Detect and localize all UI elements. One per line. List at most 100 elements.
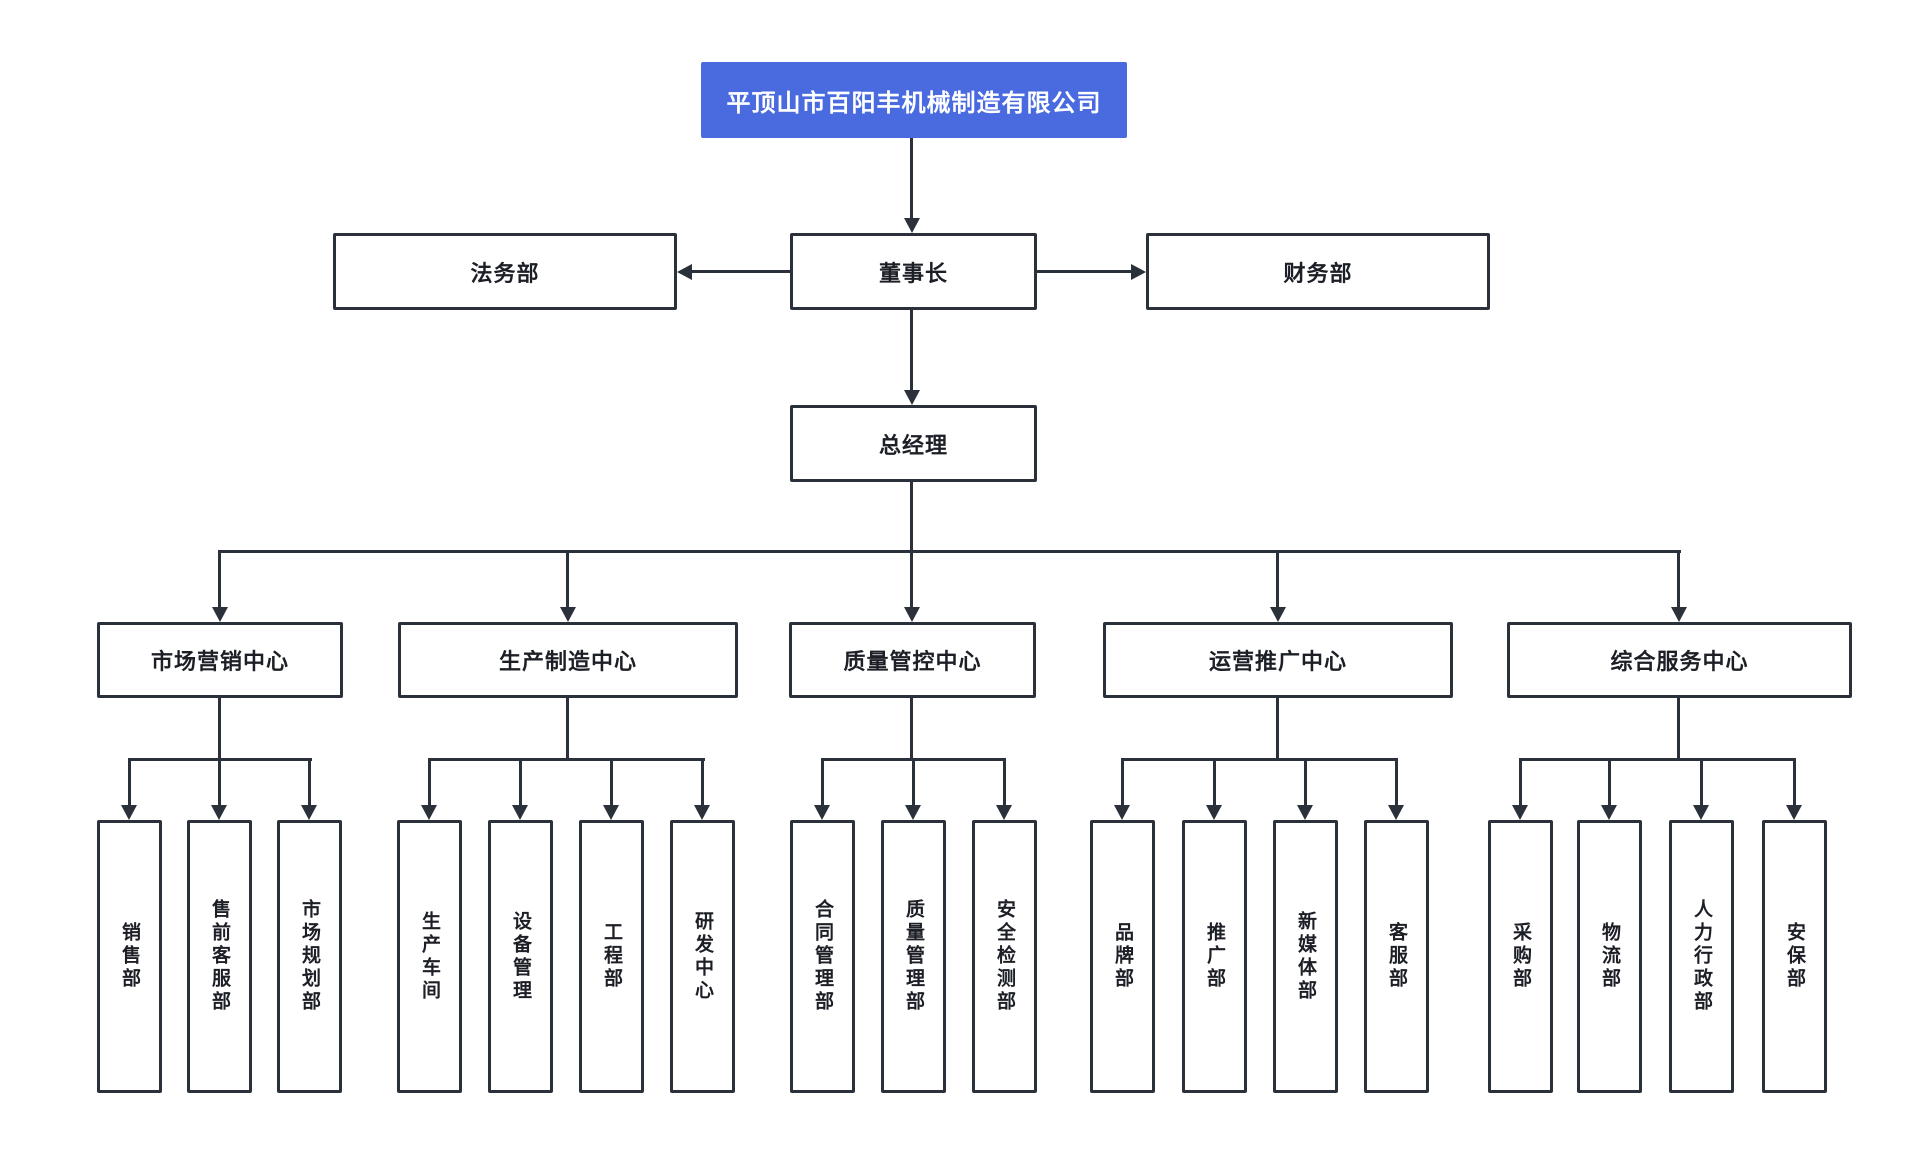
- connector-leaf-drop: [1608, 758, 1611, 805]
- node-chairman: 董事长: [790, 233, 1037, 310]
- connector-center-stem: [1677, 698, 1680, 761]
- connector-leaf-drop: [701, 758, 704, 805]
- connector-root-chairman: [910, 138, 913, 218]
- dept-box-procurement: 采购部: [1488, 820, 1553, 1093]
- arrow-head-down: [1206, 805, 1222, 820]
- arrow-head-down: [1671, 607, 1687, 622]
- dept-box-logistics: 物流部: [1577, 820, 1642, 1093]
- dept-box-hr-admin: 人力行政部: [1669, 820, 1734, 1093]
- dept-label: 品牌部: [1112, 922, 1133, 991]
- dept-label: 设备管理: [510, 910, 531, 1003]
- dept-box-market-planning: 市场规划部: [277, 820, 342, 1093]
- connector-leaf-drop: [1700, 758, 1703, 805]
- connector-rail-drop: [910, 550, 913, 607]
- dept-label: 安保部: [1784, 922, 1805, 991]
- arrow-head-right: [1131, 264, 1146, 280]
- connector-gm-rail: [910, 482, 913, 553]
- dept-label: 采购部: [1510, 922, 1531, 991]
- dept-label: 市场规划部: [299, 899, 320, 1014]
- arrow-head-down: [904, 218, 920, 233]
- connector-chairman-legal: [692, 270, 790, 273]
- dept-label: 人力行政部: [1691, 899, 1712, 1014]
- arrow-head-down: [211, 805, 227, 820]
- node-legal-dept: 法务部: [333, 233, 677, 310]
- arrow-head-down: [560, 607, 576, 622]
- connector-leaf-drop: [1395, 758, 1398, 805]
- arrow-head-down: [996, 805, 1012, 820]
- arrow-head-down: [1270, 607, 1286, 622]
- connector-group-rail: [1121, 758, 1398, 761]
- connector-leaf-drop: [610, 758, 613, 805]
- arrow-head-left: [677, 264, 692, 280]
- connector-leaf-drop: [821, 758, 824, 805]
- connector-chairman-gm: [910, 310, 913, 390]
- dept-box-workshop: 生产车间: [397, 820, 462, 1093]
- node-center-operations: 运营推广中心: [1103, 622, 1453, 698]
- node-center-services: 综合服务中心: [1507, 622, 1852, 698]
- dept-box-presales-service: 售前客服部: [187, 820, 252, 1093]
- arrow-head-down: [1297, 805, 1313, 820]
- arrow-head-down: [904, 607, 920, 622]
- connector-leaf-drop: [308, 758, 311, 805]
- node-center-production: 生产制造中心: [398, 622, 738, 698]
- arrow-head-down: [1114, 805, 1130, 820]
- dept-label: 合同管理部: [812, 899, 833, 1014]
- connector-rail-drop: [566, 550, 569, 607]
- dept-label: 质量管理部: [903, 899, 924, 1014]
- connector-leaf-drop: [912, 758, 915, 805]
- node-general-manager: 总经理: [790, 405, 1037, 482]
- arrow-head-down: [694, 805, 710, 820]
- arrow-head-down: [512, 805, 528, 820]
- dept-label: 新媒体部: [1295, 910, 1316, 1003]
- dept-label: 售前客服部: [209, 899, 230, 1014]
- arrow-head-down: [603, 805, 619, 820]
- dept-box-engineering: 工程部: [579, 820, 644, 1093]
- connector-center-stem: [566, 698, 569, 761]
- connector-leaf-drop: [1003, 758, 1006, 805]
- dept-box-brand: 品牌部: [1090, 820, 1155, 1093]
- connector-leaf-drop: [1304, 758, 1307, 805]
- dept-box-new-media: 新媒体部: [1273, 820, 1338, 1093]
- arrow-head-down: [814, 805, 830, 820]
- node-finance-dept: 财务部: [1146, 233, 1490, 310]
- dept-label: 生产车间: [419, 910, 440, 1003]
- connector-center-stem: [910, 698, 913, 761]
- connector-rail: [218, 550, 1681, 553]
- dept-box-rnd-center: 研发中心: [670, 820, 735, 1093]
- arrow-head-down: [905, 805, 921, 820]
- connector-center-stem: [1276, 698, 1279, 761]
- dept-label: 销售部: [119, 922, 140, 991]
- connector-leaf-drop: [218, 758, 221, 805]
- connector-rail-drop: [1677, 550, 1680, 607]
- arrow-head-down: [212, 607, 228, 622]
- dept-label: 推广部: [1204, 922, 1225, 991]
- connector-leaf-drop: [128, 758, 131, 805]
- connector-leaf-drop: [1519, 758, 1522, 805]
- node-center-quality: 质量管控中心: [789, 622, 1036, 698]
- dept-box-security: 安保部: [1762, 820, 1827, 1093]
- dept-box-quality-mgmt: 质量管理部: [881, 820, 946, 1093]
- arrow-head-down: [1786, 805, 1802, 820]
- dept-label: 安全检测部: [994, 899, 1015, 1014]
- connector-group-rail: [1519, 758, 1796, 761]
- dept-label: 客服部: [1386, 922, 1407, 991]
- dept-label: 物流部: [1599, 922, 1620, 991]
- connector-chairman-finance: [1037, 270, 1131, 273]
- arrow-head-down: [1388, 805, 1404, 820]
- connector-leaf-drop: [428, 758, 431, 805]
- arrow-head-down: [421, 805, 437, 820]
- connector-group-rail: [428, 758, 705, 761]
- dept-label: 研发中心: [692, 910, 713, 1003]
- node-center-marketing: 市场营销中心: [97, 622, 343, 698]
- connector-rail-drop: [218, 550, 221, 607]
- dept-box-promotion: 推广部: [1182, 820, 1247, 1093]
- arrow-head-down: [301, 805, 317, 820]
- dept-box-contract-mgmt: 合同管理部: [790, 820, 855, 1093]
- connector-leaf-drop: [1213, 758, 1216, 805]
- arrow-head-down: [904, 390, 920, 405]
- arrow-head-down: [121, 805, 137, 820]
- connector-rail-drop: [1276, 550, 1279, 607]
- connector-center-stem: [218, 698, 221, 761]
- arrow-head-down: [1601, 805, 1617, 820]
